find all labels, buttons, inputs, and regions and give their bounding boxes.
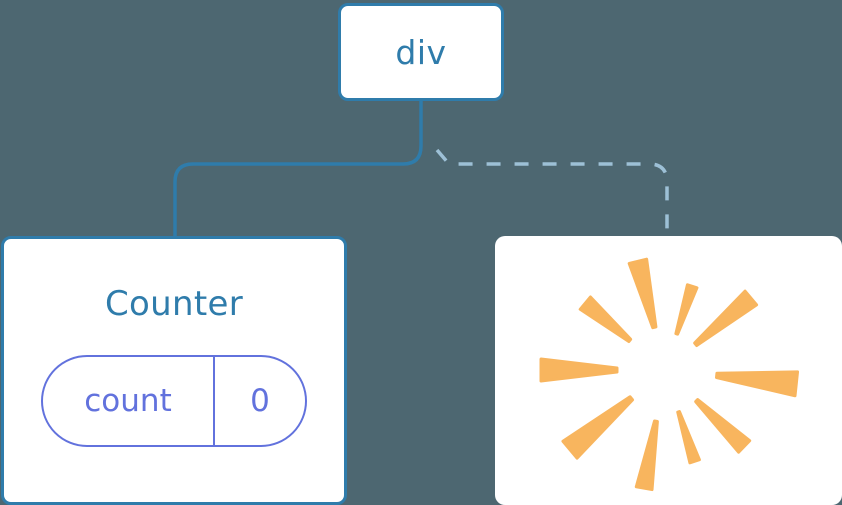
edge-div-to-counter [173,99,423,240]
sparkle-ray-5 [539,357,619,383]
node-sparkle[interactable] [495,236,842,505]
sparkle-ray-9 [634,419,659,492]
sparkle-ray-2 [674,283,699,336]
sparkle-ray-6 [714,370,800,398]
node-counter-label: Counter [105,284,243,324]
edge-div-to-sparkle [435,148,669,238]
state-key-label: count [43,357,215,445]
sparkle-ray-8 [694,398,752,454]
sparkle-ray-1 [627,257,658,330]
node-div-label: div [395,32,447,72]
sparkle-ray-10 [676,410,701,465]
node-div[interactable]: div [338,3,504,101]
state-pill-count[interactable]: count 0 [41,355,307,447]
sparkle-ray-group [539,257,800,492]
sparkle-ray-4 [693,289,759,348]
sparkle-burst-icon [539,257,800,492]
node-counter[interactable]: Counter count 0 [1,236,347,505]
sparkle-ray-7 [561,395,635,460]
state-value-label: 0 [250,383,270,419]
sparkle-ray-3 [578,295,633,344]
